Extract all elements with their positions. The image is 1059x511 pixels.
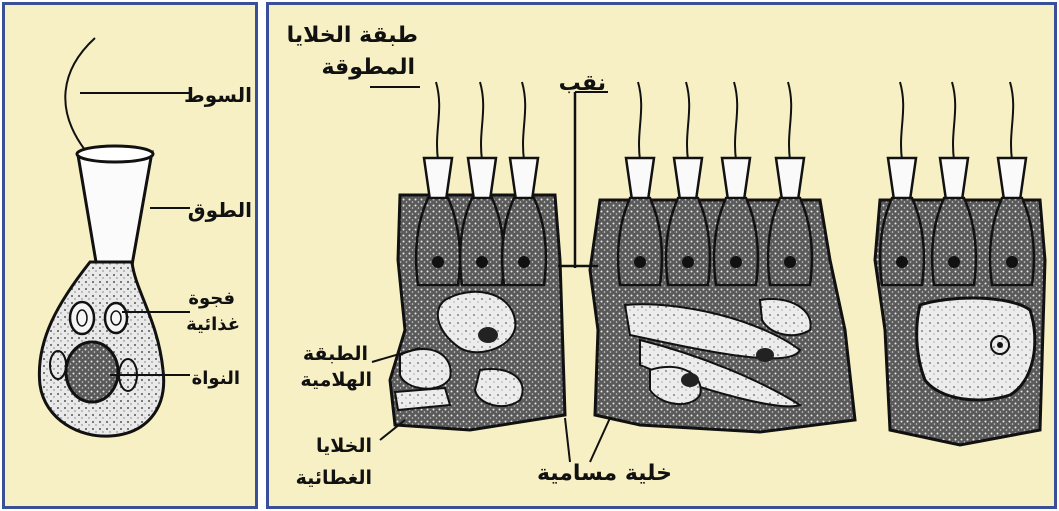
nucleus bbox=[432, 256, 444, 268]
choanocyte bbox=[880, 82, 924, 285]
choanocyte bbox=[460, 82, 504, 285]
flagellum bbox=[1010, 82, 1013, 160]
flagellum bbox=[686, 82, 689, 160]
nucleus bbox=[1006, 256, 1018, 268]
label-choanocyte-layer-1: طبقة الخلايا bbox=[287, 23, 418, 48]
choanocyte-body bbox=[932, 198, 976, 285]
choanocyte-body bbox=[502, 198, 546, 285]
choanocyte bbox=[666, 82, 710, 285]
nucleus bbox=[634, 256, 646, 268]
food-vacuole bbox=[70, 302, 94, 334]
choanocyte-body bbox=[618, 198, 662, 285]
choanocyte bbox=[618, 82, 662, 285]
collar bbox=[510, 158, 538, 200]
flagellum bbox=[638, 82, 641, 160]
nucleus bbox=[896, 256, 908, 268]
collar bbox=[888, 158, 916, 200]
flagellum bbox=[900, 82, 903, 160]
collar bbox=[940, 158, 968, 200]
label-mesohyl-1: الطبقة bbox=[303, 343, 368, 365]
choanocyte bbox=[416, 82, 460, 285]
choanocyte-row bbox=[416, 82, 1034, 285]
label-mesohyl-2: الهلامية bbox=[300, 369, 372, 391]
choanocyte bbox=[932, 82, 976, 285]
choanocyte-body bbox=[768, 198, 812, 285]
choanocyte bbox=[768, 82, 812, 285]
collar bbox=[674, 158, 702, 200]
flagellum bbox=[522, 82, 525, 160]
single-choanocyte bbox=[39, 38, 190, 436]
collar bbox=[78, 152, 152, 268]
flagellum bbox=[788, 82, 791, 160]
choanocyte-body bbox=[714, 198, 758, 285]
label-nucleus: النواة bbox=[192, 368, 240, 389]
label-flagellum: السوط bbox=[184, 83, 252, 107]
flagellum bbox=[734, 82, 737, 160]
label-food-vacuole-2: غذائية bbox=[186, 314, 240, 335]
label-food-vacuole-1: فجوة bbox=[188, 288, 235, 309]
flagellum bbox=[436, 82, 439, 160]
choanocyte-body bbox=[990, 198, 1034, 285]
nucleus bbox=[66, 342, 118, 402]
label-choanocyte-layer-2: المطوقة bbox=[321, 55, 415, 80]
choanocyte bbox=[502, 82, 546, 285]
flagellum bbox=[480, 82, 483, 160]
choanocyte bbox=[990, 82, 1034, 285]
collar bbox=[722, 158, 750, 200]
nucleus bbox=[682, 256, 694, 268]
choanocyte-body bbox=[880, 198, 924, 285]
nucleus bbox=[948, 256, 960, 268]
label-pinacocytes-1: الخلايا bbox=[316, 435, 372, 457]
label-collar: الطوق bbox=[188, 198, 252, 222]
collar bbox=[468, 158, 496, 200]
flagellum bbox=[952, 82, 955, 160]
nucleus bbox=[730, 256, 742, 268]
collar bbox=[998, 158, 1026, 200]
collar bbox=[626, 158, 654, 200]
collar bbox=[424, 158, 452, 200]
label-pore: نقب bbox=[559, 71, 606, 96]
choanocyte-body bbox=[460, 198, 504, 285]
label-pinacocytes-2: الغطائية bbox=[296, 467, 372, 489]
choanocyte-body bbox=[416, 198, 460, 285]
nucleus bbox=[784, 256, 796, 268]
label-porocyte: خلية مسامية bbox=[537, 461, 672, 486]
choanocyte-body bbox=[666, 198, 710, 285]
nucleus bbox=[476, 256, 488, 268]
food-vacuole bbox=[105, 303, 127, 333]
collar bbox=[776, 158, 804, 200]
choanocyte bbox=[714, 82, 758, 285]
nucleus bbox=[518, 256, 530, 268]
